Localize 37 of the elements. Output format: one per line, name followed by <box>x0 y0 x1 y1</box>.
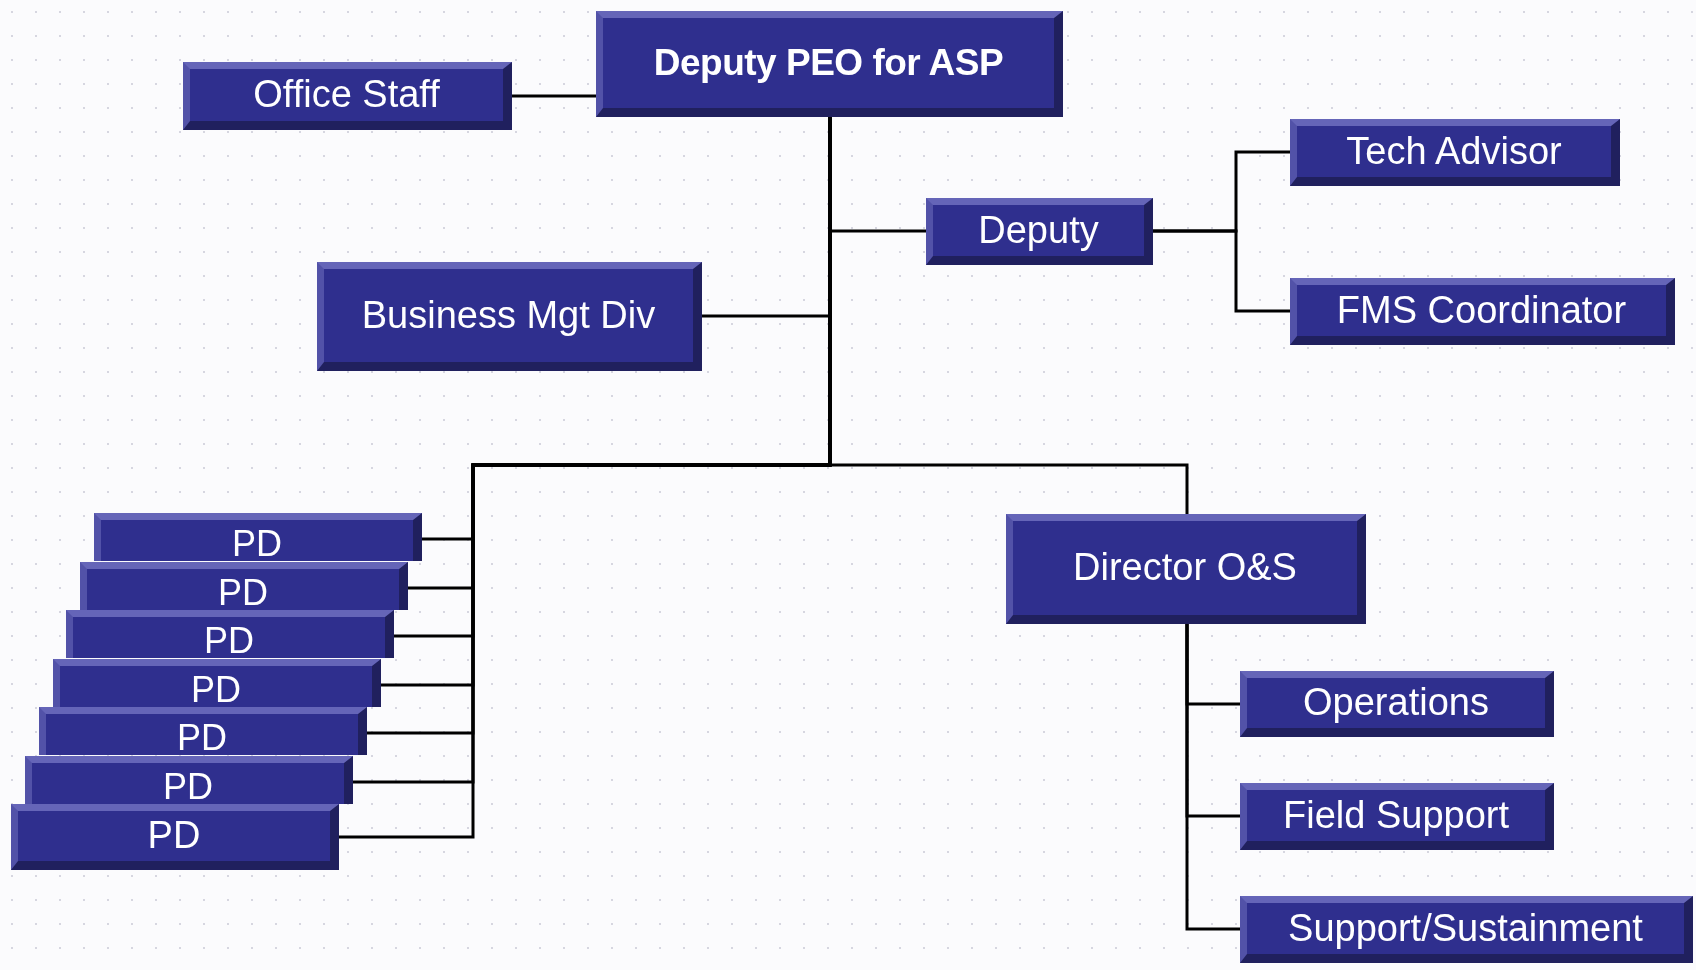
box-label: Office Staff <box>253 74 440 116</box>
box-label: Operations <box>1303 682 1489 724</box>
connector-line <box>1153 229 1290 313</box>
box-label: Field Support <box>1283 794 1509 837</box>
org-box <box>1240 896 1693 963</box>
org-box <box>596 11 1063 117</box>
org-box <box>926 198 1153 265</box>
org-box <box>25 756 353 804</box>
org-box <box>53 659 381 707</box>
box-label: Deputy PEO for ASP <box>653 42 1004 84</box>
org-box <box>11 804 339 870</box>
org-box <box>317 262 702 371</box>
box-label: PD <box>191 670 241 710</box>
box-label: Tech Advisor <box>1346 130 1562 173</box>
box-label: PD <box>163 767 213 807</box>
box-label: Director O&S <box>1073 547 1297 589</box>
org-box <box>80 562 408 610</box>
org-box <box>1290 278 1675 345</box>
org-box <box>1006 514 1366 624</box>
org-box <box>39 707 367 755</box>
box-label: PD <box>218 573 268 613</box>
box-label: FMS Coordinator <box>1336 289 1627 332</box>
box-label: Deputy <box>978 209 1099 252</box>
box-label: PD <box>232 524 282 564</box>
box-label: PD <box>177 718 227 758</box>
box-label: Business Mgt Div <box>361 294 656 337</box>
org-box <box>1240 671 1554 737</box>
org-box <box>94 513 422 561</box>
org-box <box>66 610 394 658</box>
connector-line <box>1185 624 1240 931</box>
org-box <box>1240 783 1554 850</box>
connector-line <box>512 94 596 98</box>
org-box <box>1290 119 1620 186</box>
box-label: PD <box>147 815 201 857</box>
box-label: Support/Sustainment <box>1288 907 1643 950</box>
box-label: PD <box>204 621 254 661</box>
org-box <box>183 62 512 130</box>
